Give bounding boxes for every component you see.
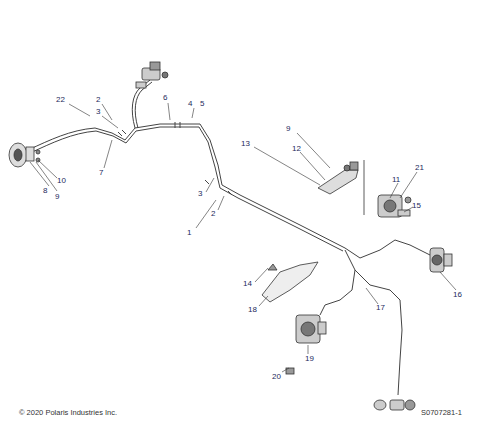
callout-number: 21	[414, 163, 425, 172]
callout-number: 10	[56, 176, 67, 185]
callout-number: 5	[199, 99, 205, 108]
callout-number: 1	[186, 228, 192, 237]
callout-number: 16	[452, 290, 463, 299]
callout-number: 6	[162, 93, 168, 102]
callout-number: 8	[42, 186, 48, 195]
callout-number: 12	[291, 144, 302, 153]
callout-number: 13	[240, 139, 251, 148]
callout-number: 17	[375, 303, 386, 312]
drawing-number: S0707281-1	[420, 408, 463, 417]
callout-number: 2	[95, 95, 101, 104]
callout-number: 7	[98, 168, 104, 177]
callout-number: 3	[197, 189, 203, 198]
callout-number: 2	[210, 209, 216, 218]
callout-number: 9	[54, 192, 60, 201]
callout-number: 9	[285, 124, 291, 133]
callout-number: 15	[411, 201, 422, 210]
callout-number: 3	[95, 107, 101, 116]
copyright-note: © 2020 Polaris Industries Inc.	[18, 408, 118, 417]
callout-number: 22	[55, 95, 66, 104]
callout-number: 11	[391, 175, 401, 184]
callout-number: 20	[271, 372, 282, 381]
callout-number: 4	[187, 99, 193, 108]
callout-number: 14	[242, 279, 253, 288]
callout-number: 19	[304, 354, 315, 363]
callout-number: 18	[247, 305, 258, 314]
